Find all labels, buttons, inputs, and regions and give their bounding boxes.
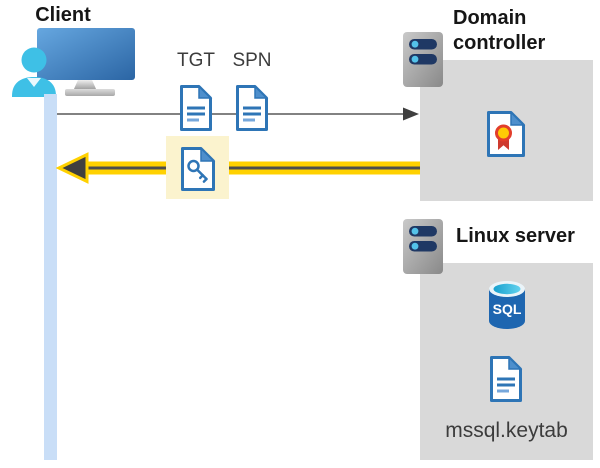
spn-document-icon	[236, 84, 269, 131]
client-label: Client	[35, 4, 91, 26]
tgt-label: TGT	[177, 50, 215, 71]
domain-controller-label: Domain controller	[453, 7, 546, 54]
client-lifeline-bar	[44, 94, 57, 460]
monitor-stand	[73, 80, 97, 90]
linux-server-label: Linux server	[456, 225, 575, 247]
domain-controller-server-icon	[403, 32, 443, 87]
key-glyph	[187, 159, 208, 183]
keytab-document-icon	[490, 355, 523, 402]
monitor-base	[65, 89, 115, 96]
sql-database-icon: SQL	[489, 281, 525, 329]
seal-circle	[495, 124, 512, 142]
sql-badge-text: SQL	[493, 301, 522, 317]
session-key-document-icon	[181, 146, 216, 191]
person-icon	[12, 47, 56, 97]
request-arrow	[57, 107, 419, 121]
linux-server-tower-icon	[403, 219, 443, 274]
client-user-monitor-icon	[12, 28, 135, 97]
keytab-filename: mssql.keytab	[445, 419, 568, 442]
tgt-document-icon	[180, 84, 213, 131]
monitor-screen	[37, 28, 135, 80]
response-arrowhead	[56, 152, 89, 184]
response-arrow	[56, 152, 420, 184]
certificate-icon	[487, 110, 526, 157]
spn-label: SPN	[232, 50, 272, 71]
request-arrowhead	[403, 107, 419, 121]
